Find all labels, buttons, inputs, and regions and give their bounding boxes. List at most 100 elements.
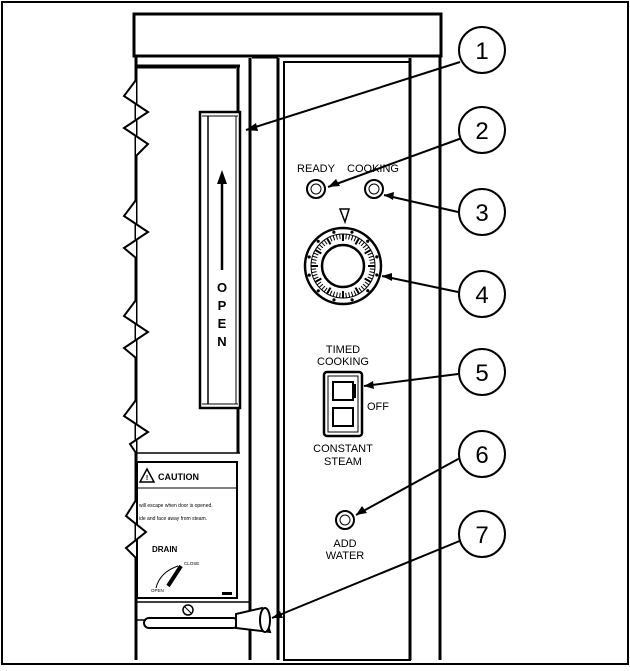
dial-tick: [369, 268, 375, 270]
dial-tick: [353, 290, 357, 296]
dial-marker-dot: [366, 239, 370, 243]
callout-arrowheads: [246, 123, 394, 618]
dial-tick: [313, 252, 319, 256]
dial-tick: [311, 262, 317, 264]
dial-tick: [369, 262, 375, 264]
dial-tick: [362, 283, 368, 288]
dial-tick: [350, 235, 354, 241]
callout-6-number: 6: [475, 442, 488, 469]
dial-tick: [318, 283, 324, 288]
drain-valve-handle[interactable]: [235, 606, 272, 634]
cooking-indicator-light: [364, 179, 384, 199]
dial-tick: [367, 252, 373, 256]
caution-text-line1: will escape when door is opened.: [139, 503, 213, 509]
dial-tick: [364, 246, 370, 251]
dial-tick: [318, 244, 324, 249]
warning-triangle-icon: [138, 467, 156, 483]
callout-7: 7: [458, 510, 506, 558]
add-water-button[interactable]: [335, 510, 355, 530]
add-water-label-line2: WATER: [326, 550, 365, 562]
drain-direction-arc-icon: [155, 565, 179, 589]
dial-tick: [316, 281, 322, 286]
callout-2: 2: [458, 106, 506, 154]
timer-dial[interactable]: [303, 226, 383, 306]
callout-5-number: 5: [475, 360, 488, 387]
warning-exclamation-icon: !: [146, 475, 148, 482]
dial-marker-dot: [366, 289, 370, 293]
dial-tick: [311, 271, 317, 274]
open-letter-o: O: [217, 280, 227, 295]
dial-tick: [369, 271, 375, 274]
open-letter-n: N: [217, 334, 226, 349]
dial-marker-dot: [350, 298, 354, 302]
dial-marker-dot: [332, 298, 336, 302]
door-handle[interactable]: O P E N: [198, 110, 242, 410]
dial-tick: [311, 258, 317, 261]
dial-ticks: [307, 230, 379, 302]
mode-rocker-switch[interactable]: [322, 370, 364, 438]
off-label: OFF: [367, 401, 389, 413]
dial-tick: [339, 234, 341, 240]
top-cap: [132, 12, 443, 58]
dial-tick: [358, 239, 363, 245]
callout-leaders: [245, 61, 463, 619]
dial-tick: [369, 258, 375, 261]
drain-lever-icon: [166, 564, 183, 588]
callout-6: 6: [458, 430, 506, 478]
open-letter-p: P: [218, 298, 227, 313]
dial-knob[interactable]: [320, 243, 366, 289]
dial-tick: [321, 285, 326, 291]
ready-label: READY: [297, 163, 336, 175]
dial-tick: [358, 287, 363, 293]
drain-label: DRAIN: [152, 545, 178, 554]
dial-tick: [353, 236, 357, 242]
dial-marker-dot: [316, 289, 320, 293]
dial-tick: [323, 239, 328, 245]
dial-tick: [329, 290, 333, 296]
dial-tick: [364, 277, 372, 283]
dial-tick: [329, 236, 333, 242]
callout-1: 1: [458, 26, 506, 74]
timed-cooking-label-line1: TIMED: [326, 344, 360, 356]
dial-tick: [335, 234, 338, 240]
dial-tick: [345, 234, 347, 240]
dial-tick: [367, 276, 373, 280]
dial-tick: [362, 244, 368, 249]
dial-tick: [316, 246, 322, 251]
callout-4-number: 4: [475, 282, 488, 309]
dial-tick: [339, 292, 341, 298]
callout-3: 3: [458, 188, 506, 236]
dial-marker-dot: [307, 273, 311, 277]
dial-tick: [314, 277, 322, 283]
caution-title: CAUTION: [158, 472, 199, 482]
dial-tick: [345, 292, 347, 298]
drain-open-label: OPEN: [151, 588, 164, 593]
dial-marker-dot: [375, 255, 379, 259]
dial-tick: [311, 268, 317, 270]
dial-tick: [368, 273, 374, 277]
dial-tick: [326, 287, 332, 295]
add-water-label-line1: ADD: [333, 538, 356, 550]
drain-pipe: [143, 617, 239, 629]
dial-tick: [312, 273, 318, 277]
dial-marker-dot: [316, 239, 320, 243]
drain-close-label: CLOSE: [184, 561, 199, 566]
caution-text-line2: ide and face away from steam.: [139, 516, 207, 522]
caution-plate: ! CAUTION will escape when door is opene…: [136, 461, 238, 599]
ready-indicator-light: [306, 179, 326, 199]
callout-5: 5: [458, 348, 506, 396]
dial-tick: [348, 292, 351, 298]
dial-marker-dot: [332, 230, 336, 234]
dial-tick: [348, 234, 351, 240]
callout-7-number: 7: [475, 522, 488, 549]
dial-tick: [350, 291, 354, 297]
break-line-lower: [124, 499, 148, 600]
dial-tick: [354, 237, 360, 245]
arrow-head-icon: [217, 170, 227, 184]
dial-tick: [360, 285, 365, 291]
dial-marker-dot: [375, 273, 379, 277]
dial-tick: [332, 291, 336, 297]
open-letter-e: E: [218, 316, 227, 331]
dial-tick: [364, 281, 370, 286]
